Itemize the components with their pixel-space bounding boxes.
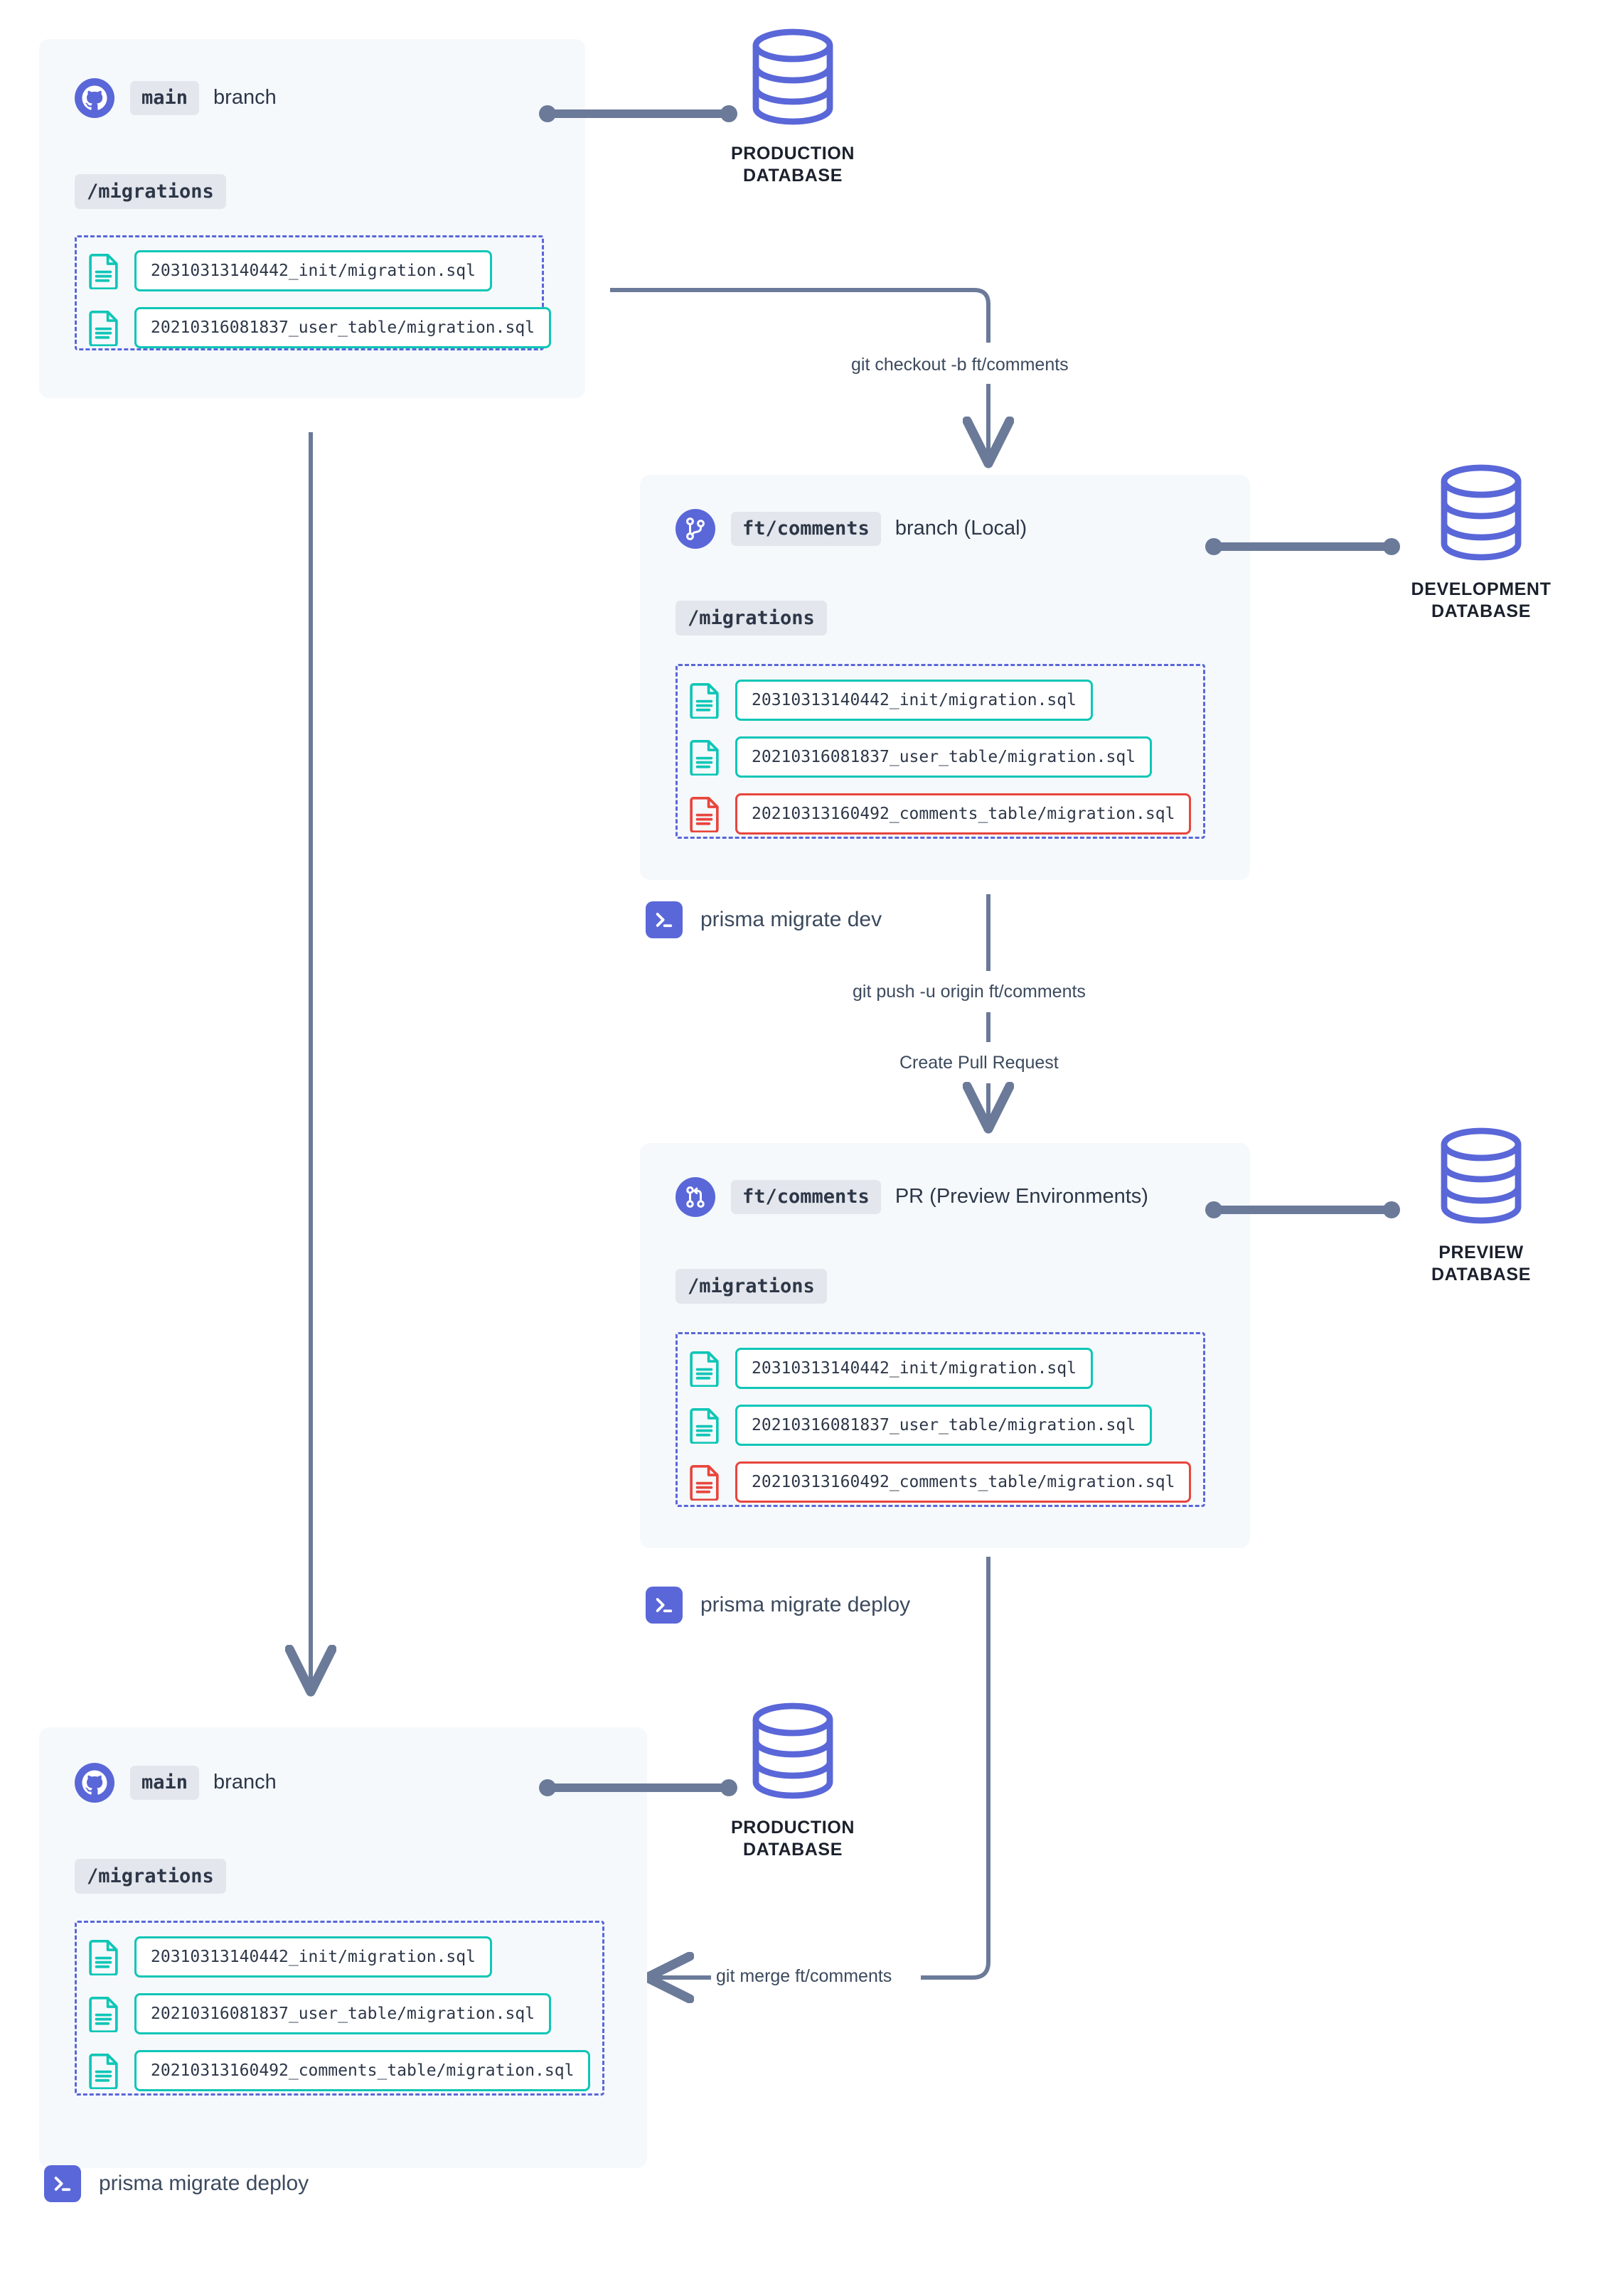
- sql-file-icon: [690, 739, 721, 777]
- connector-dot: [1383, 538, 1400, 555]
- file-row: 20310313140442_init/migration.sql: [690, 680, 1093, 721]
- git-pull-request-icon: [675, 1177, 715, 1217]
- sql-file-icon: [89, 252, 120, 291]
- sql-file-icon: [89, 1938, 120, 1977]
- file-row: 20210313160492_comments_table/migration.…: [89, 2050, 591, 2092]
- terminal-icon: [44, 2165, 81, 2202]
- panel-ft-comments-local: ft/comments branch (Local) /migrations 2…: [640, 475, 1250, 880]
- migration-file-name: 20310313140442_init/migration.sql: [134, 1936, 492, 1978]
- migrations-dashed-box: [675, 664, 1205, 839]
- sql-file-icon: [89, 1995, 120, 2034]
- file-row-new: 20210313160492_comments_table/migration.…: [690, 793, 1192, 835]
- migrations-dir-chip: /migrations: [75, 174, 226, 209]
- wire-git-merge: [921, 1557, 990, 1980]
- file-row: 20210316081837_user_table/migration.sql: [690, 1405, 1153, 1447]
- branch-header-suffix: branch: [213, 86, 277, 109]
- connector-line: [548, 1783, 729, 1792]
- terminal-icon: [646, 901, 683, 938]
- file-row: 20210316081837_user_table/migration.sql: [89, 1993, 552, 2035]
- database-label: PRODUCTION DATABASE: [730, 144, 855, 186]
- migration-file-name: 20210316081837_user_table/migration.sql: [735, 736, 1153, 778]
- edge-label-git-push: git push -u origin ft/comments: [853, 982, 1086, 1002]
- database-production-top: PRODUCTION DATABASE: [711, 28, 875, 186]
- connector-line: [1214, 542, 1392, 551]
- panel-main-top: main branch /migrations 20310313140442_i…: [39, 39, 585, 398]
- github-icon: [75, 78, 114, 118]
- git-branch-icon: [675, 509, 715, 549]
- migrations-dir-chip: /migrations: [75, 1859, 226, 1894]
- file-row: 20210316081837_user_table/migration.sql: [89, 307, 552, 349]
- migration-file-name: 20210316081837_user_table/migration.sql: [134, 307, 552, 349]
- database-label: PREVIEW DATABASE: [1431, 1243, 1531, 1284]
- sql-file-icon: [89, 2052, 120, 2091]
- terminal-icon: [646, 1587, 683, 1624]
- connector-dot: [1383, 1201, 1400, 1218]
- branch-header-suffix: PR (Preview Environments): [895, 1185, 1148, 1208]
- command-label: prisma migrate deploy: [700, 1592, 911, 1616]
- sql-file-new-icon: [690, 1464, 721, 1502]
- file-row: 20210316081837_user_table/migration.sql: [690, 736, 1153, 778]
- migrations-dir-chip: /migrations: [675, 1269, 827, 1304]
- edge-label-git-checkout: git checkout -b ft/comments: [851, 355, 1069, 375]
- migrations-dashed-box: [675, 1332, 1205, 1507]
- panel-main-bottom-header: main branch: [75, 1763, 277, 1803]
- migrations-dashed-box: [75, 235, 544, 350]
- database-preview: PREVIEW DATABASE: [1389, 1127, 1574, 1285]
- database-label: PRODUCTION DATABASE: [730, 1818, 855, 1860]
- panel-main-top-header: main branch: [75, 78, 277, 118]
- sql-file-icon: [690, 682, 721, 720]
- command-migrate-deploy-prod: prisma migrate deploy: [44, 2165, 309, 2202]
- migration-file-name: 20210313160492_comments_table/migration.…: [735, 1461, 1192, 1503]
- database-cylinder-icon: [1441, 464, 1522, 561]
- migration-file-name: 20210316081837_user_table/migration.sql: [134, 1993, 552, 2035]
- branch-chip: main: [130, 1766, 200, 1800]
- database-production-bottom: PRODUCTION DATABASE: [711, 1702, 875, 1860]
- migration-file-name: 20310313140442_init/migration.sql: [134, 250, 492, 292]
- file-row: 20310313140442_init/migration.sql: [89, 250, 492, 292]
- edge-label-git-merge: git merge ft/comments: [716, 1966, 892, 1986]
- panel-ft-comments-pr-header: ft/comments PR (Preview Environments): [675, 1177, 1148, 1217]
- database-cylinder-icon: [1441, 1127, 1522, 1224]
- file-row-new: 20210313160492_comments_table/migration.…: [690, 1461, 1192, 1503]
- migration-file-name: 20310313140442_init/migration.sql: [735, 1348, 1093, 1390]
- branch-header-suffix: branch: [213, 1771, 277, 1794]
- github-icon: [75, 1763, 114, 1803]
- database-cylinder-icon: [752, 1702, 833, 1799]
- wire-git-checkout: [610, 288, 990, 343]
- command-migrate-dev: prisma migrate dev: [646, 901, 882, 938]
- sql-file-icon: [89, 309, 120, 348]
- connector-dot: [720, 105, 737, 122]
- panel-ft-comments-local-header: ft/comments branch (Local): [675, 509, 1027, 549]
- connector-dot: [720, 1779, 737, 1796]
- migrations-dashed-box: [75, 1921, 604, 2096]
- branch-chip: ft/comments: [731, 1180, 881, 1214]
- file-row: 20310313140442_init/migration.sql: [690, 1348, 1093, 1390]
- panel-main-bottom: main branch /migrations 20310313140442_i…: [39, 1727, 647, 2168]
- command-label: prisma migrate dev: [700, 907, 882, 931]
- edge-label-create-pr: Create Pull Request: [899, 1053, 1059, 1073]
- migrations-dir-chip: /migrations: [675, 601, 827, 635]
- migration-file-name: 20310313140442_init/migration.sql: [735, 680, 1093, 721]
- sql-file-icon: [690, 1407, 721, 1445]
- sql-file-new-icon: [690, 795, 721, 834]
- sql-file-icon: [690, 1350, 721, 1388]
- file-row: 20310313140442_init/migration.sql: [89, 1936, 492, 1978]
- database-development: DEVELOPMENT DATABASE: [1389, 464, 1574, 622]
- migration-file-name: 20210313160492_comments_table/migration.…: [134, 2050, 591, 2092]
- branch-chip: main: [130, 81, 200, 115]
- connector-line: [548, 109, 729, 118]
- migration-file-name: 20210313160492_comments_table/migration.…: [735, 793, 1192, 835]
- branch-header-suffix: branch (Local): [895, 517, 1027, 540]
- migration-file-name: 20210316081837_user_table/migration.sql: [735, 1405, 1153, 1447]
- connector-line: [1214, 1206, 1392, 1214]
- panel-ft-comments-pr: ft/comments PR (Preview Environments) /m…: [640, 1143, 1250, 1548]
- command-migrate-deploy-preview: prisma migrate deploy: [646, 1587, 910, 1624]
- branch-chip: ft/comments: [731, 512, 881, 546]
- command-label: prisma migrate deploy: [99, 2171, 309, 2195]
- database-label: DEVELOPMENT DATABASE: [1411, 579, 1552, 621]
- database-cylinder-icon: [752, 28, 833, 125]
